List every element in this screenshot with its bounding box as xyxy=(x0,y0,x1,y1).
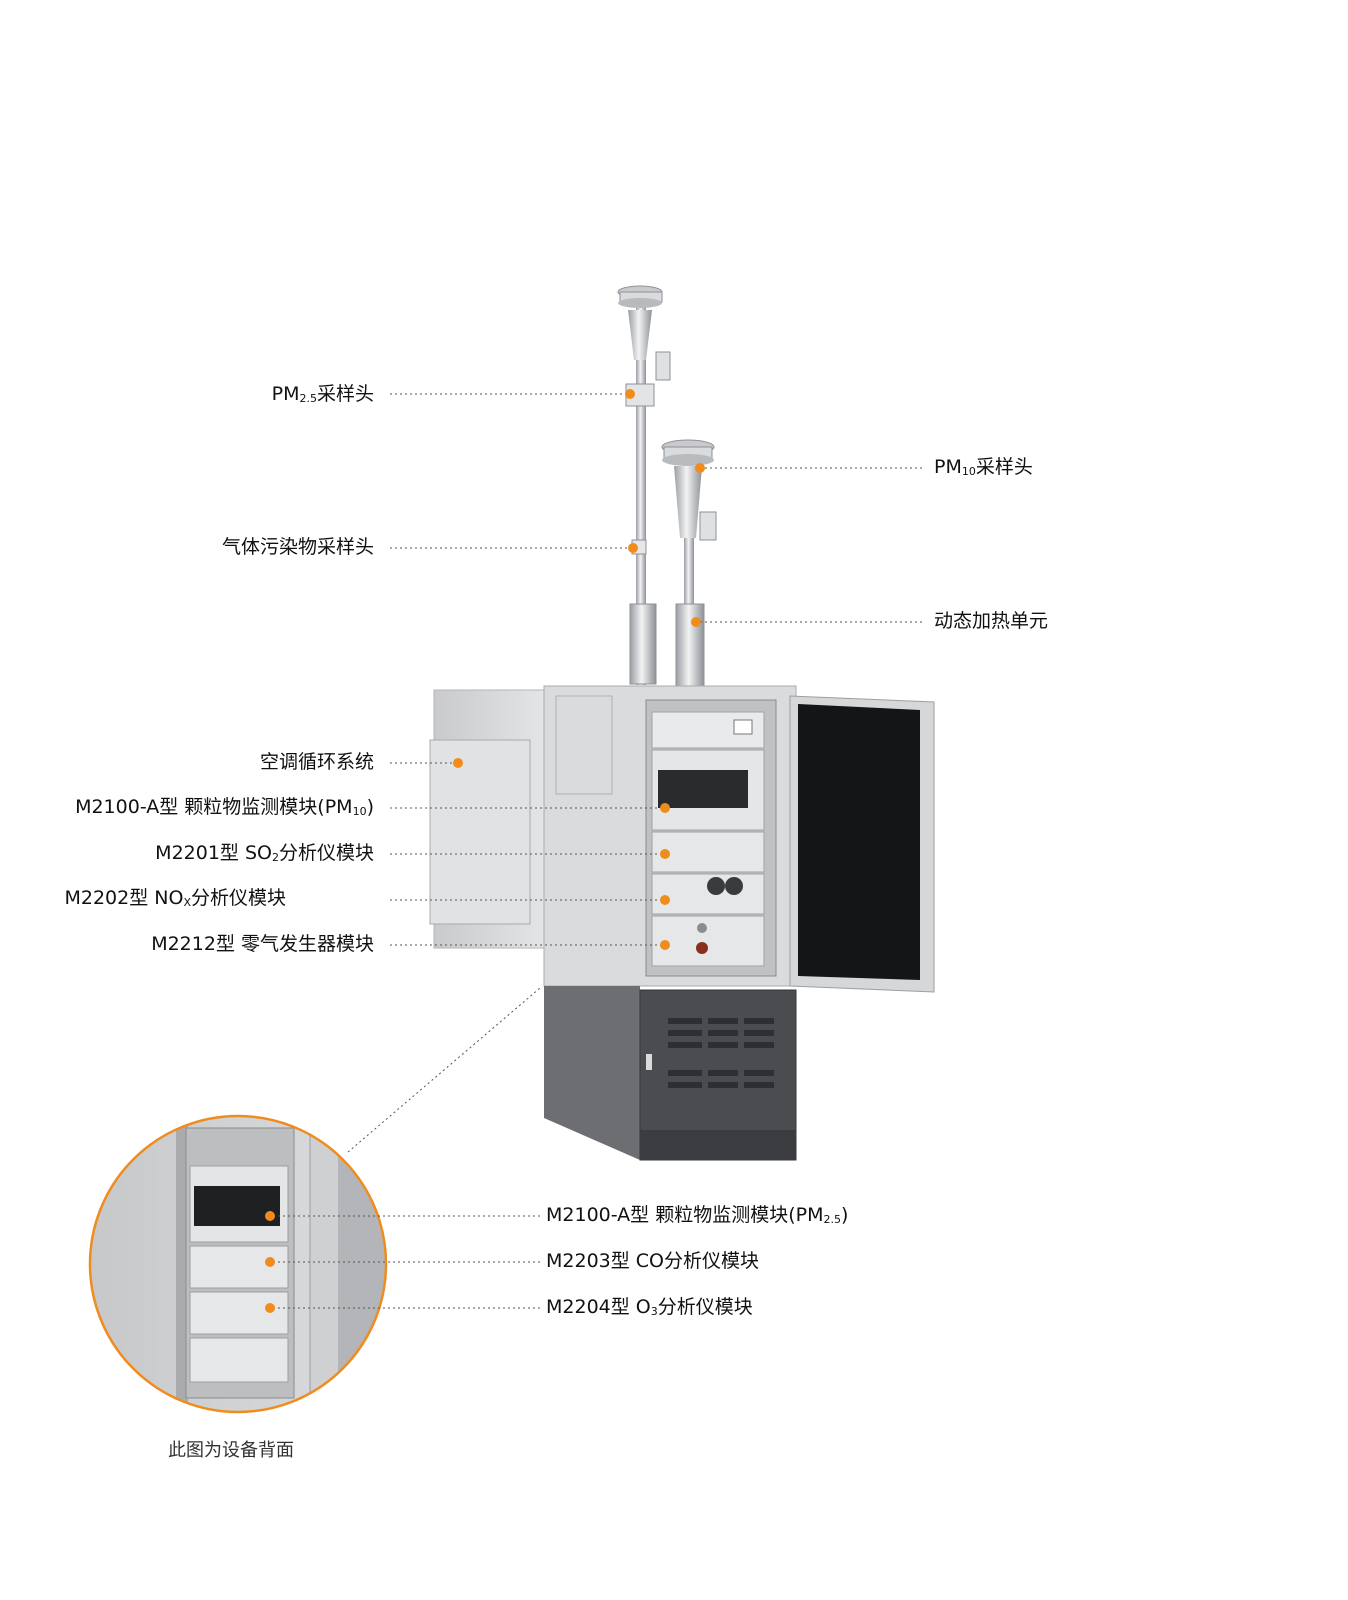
label-m2201-so2: M2201型 SO2分析仪模块 xyxy=(155,842,374,864)
monitoring-cabinet xyxy=(429,685,935,1161)
callout-dot-heating-unit xyxy=(691,617,701,627)
back-view-caption: 此图为设备背面 xyxy=(168,1440,294,1461)
label-m2202-nox: M2202型 NOX分析仪模块 xyxy=(64,887,286,909)
label-m2100-pm10: M2100-A型 颗粒物监测模块(PM10) xyxy=(75,796,374,818)
callout-markers xyxy=(265,389,705,1313)
callout-dot-m2212 xyxy=(660,940,670,950)
callout-dot-m2201 xyxy=(660,849,670,859)
sampling-poles xyxy=(617,285,717,687)
label-pm10-sampling-head: PM10采样头 xyxy=(934,456,1033,478)
callout-dot-m2202 xyxy=(660,895,670,905)
label-m2204-o3: M2204型 O3分析仪模块 xyxy=(546,1296,753,1318)
label-gas-pollutant-head: 气体污染物采样头 xyxy=(221,536,374,558)
callout-dot-m2204 xyxy=(265,1303,275,1313)
leader-lines xyxy=(270,393,922,1309)
label-pm25-sampling-head: PM2.5采样头 xyxy=(271,383,374,405)
label-m2203-co: M2203型 CO分析仪模块 xyxy=(546,1250,760,1272)
callout-dot-m2203 xyxy=(265,1257,275,1267)
label-m2212-zero-air: M2212型 零气发生器模块 xyxy=(151,933,374,955)
callout-dot-ac-system xyxy=(453,758,463,768)
callout-dot-pm10-head xyxy=(695,463,705,473)
label-ac-circulation: 空调循环系统 xyxy=(259,751,374,773)
callout-dot-pm25-head xyxy=(625,389,635,399)
back-view-inset xyxy=(88,987,541,1414)
label-dynamic-heating-unit: 动态加热单元 xyxy=(934,610,1049,632)
callout-dot-gas-head xyxy=(628,543,638,553)
callout-dot-m2100-pm25 xyxy=(265,1211,275,1221)
label-m2100-pm25: M2100-A型 颗粒物监测模块(PM2.5) xyxy=(546,1204,849,1226)
callout-dot-m2100-pm10 xyxy=(660,803,670,813)
